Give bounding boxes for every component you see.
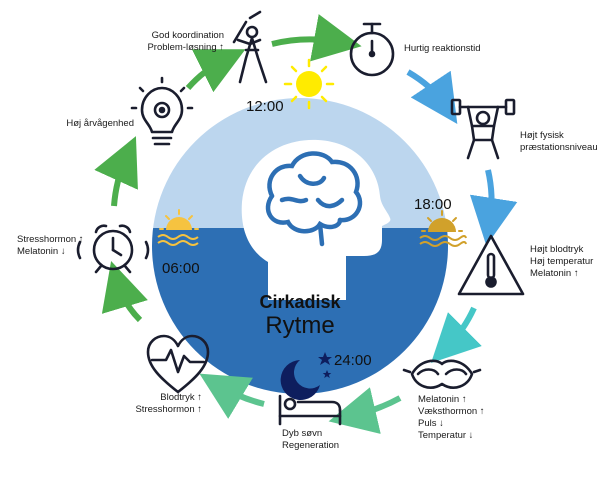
label-line: Højt fysisk — [520, 130, 564, 141]
label-reaction: Hurtig reaktionstid — [404, 43, 481, 55]
cycle-arrows — [94, 14, 518, 434]
time-morning: 06:00 — [162, 260, 200, 277]
lightbulb-gear-icon — [130, 76, 194, 146]
label-line: Dyb søvn — [282, 428, 323, 439]
label-line: Stresshormon ↑ — [17, 234, 84, 245]
arrow-6 — [199, 373, 265, 419]
label-coordination: God koordination Problem-løsning ↑ — [120, 30, 224, 54]
label-line: Høj temperatur — [530, 256, 594, 267]
label-line: Stresshormon ↑ — [135, 404, 202, 415]
label-alertness: Høj årvågenhed — [40, 118, 134, 130]
baseball-player-icon — [232, 10, 268, 84]
label-line: Regeneration — [282, 440, 340, 451]
label-line: Højt blodtryk — [530, 244, 584, 255]
label-line: præstationsniveau — [520, 142, 598, 153]
label-blood-stress: Blodtryk ↑ Stresshormon ↑ — [96, 392, 202, 416]
label-line: Høj årvågenhed — [66, 118, 134, 129]
label-stress-melatonin: Stresshormon ↑ Melatonin ↓ — [17, 234, 84, 258]
diagram-title-line1: Cirkadisk — [259, 292, 341, 312]
label-line: Blodtryk ↑ — [160, 392, 202, 403]
label-physical: Højt fysisk præstationsniveau — [520, 130, 598, 154]
sun-icon — [283, 58, 335, 110]
label-line: God koordination — [151, 30, 224, 41]
arrow-2 — [406, 69, 458, 124]
label-line: Problem-løsning ↑ — [147, 42, 224, 53]
label-line: Melatonin ↑ — [530, 268, 579, 279]
sleep-mask-icon — [402, 359, 482, 389]
arrow-9 — [185, 49, 246, 93]
sunset-icon — [419, 210, 467, 247]
thermometer-warning-icon — [457, 234, 525, 296]
arrow-5 — [328, 387, 402, 434]
arrow-1 — [271, 14, 362, 62]
label-line: Melatonin ↑ — [418, 394, 467, 405]
label-line: Væksthormon ↑ — [418, 406, 485, 417]
time-midnight: 24:00 — [334, 352, 372, 369]
label-bloodpressure-high: Højt blodtryk Høj temperatur Melatonin ↑ — [530, 244, 593, 280]
label-line: Hurtig reaktionstid — [404, 43, 481, 54]
bed-icon — [278, 394, 342, 426]
label-sleep-hormones: Melatonin ↑ Væksthormon ↑ Puls ↓ Tempera… — [418, 394, 485, 442]
weightlifter-icon — [450, 98, 516, 160]
arrow-4 — [431, 306, 482, 363]
time-evening: 18:00 — [414, 196, 452, 213]
moon-stars-icon — [280, 352, 332, 400]
arrow-7 — [101, 261, 148, 323]
sunrise-icon — [157, 209, 199, 246]
time-noon: 12:00 — [246, 98, 284, 115]
arrow-8 — [94, 136, 138, 207]
label-line: Temperatur ↓ — [418, 430, 474, 441]
stopwatch-icon — [349, 22, 395, 77]
alarm-clock-icon — [76, 224, 150, 274]
label-line: Melatonin ↓ — [17, 246, 66, 257]
brain-head-icon — [241, 139, 391, 300]
label-line: Puls ↓ — [418, 418, 444, 429]
label-deep-sleep: Dyb søvn Regeneration — [282, 428, 339, 452]
arrow-3 — [469, 169, 518, 246]
diagram-title-line2: Rytme — [265, 312, 335, 339]
heart-pulse-icon — [146, 334, 210, 394]
